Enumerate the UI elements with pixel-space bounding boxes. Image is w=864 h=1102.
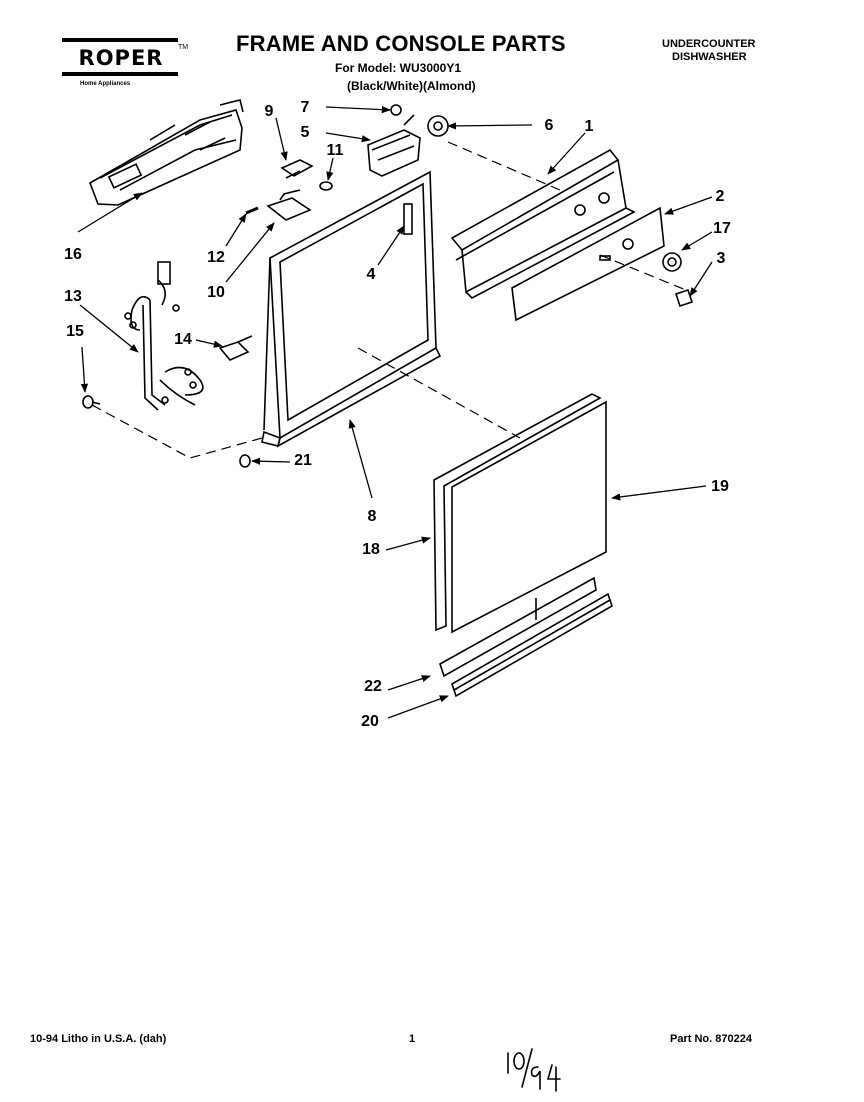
callout-1: 1 — [584, 118, 594, 135]
callout-13: 13 — [64, 288, 82, 305]
callout-18: 18 — [362, 541, 380, 558]
part-13-wire-harness — [124, 261, 204, 411]
product-type-line1: UNDERCOUNTER — [662, 38, 756, 50]
part-17-knob — [662, 252, 682, 272]
model-line: For Model: WU3000Y1 — [335, 61, 462, 75]
callout-3: 3 — [716, 250, 726, 267]
part-20-bottom-trim — [451, 592, 613, 698]
part-3-button — [674, 288, 694, 308]
callout-6: 6 — [544, 117, 554, 134]
footer-page-number: 1 — [409, 1033, 416, 1045]
part-5-console-switch — [367, 114, 421, 177]
part-6-knob — [427, 115, 449, 137]
callout-8: 8 — [367, 508, 377, 525]
part-19-outer-panel — [451, 400, 607, 634]
callout-9: 9 — [264, 103, 274, 120]
part-12-clip — [245, 206, 259, 215]
part-22-trim-strip — [439, 576, 597, 678]
part-16-control-housing — [89, 99, 244, 206]
callout-17: 17 — [713, 220, 731, 237]
callout-15: 15 — [66, 323, 84, 340]
callout-21: 21 — [294, 452, 312, 469]
callout-10: 10 — [207, 284, 225, 301]
part-18-inner-panel — [433, 393, 602, 632]
footer-print-info: 10-94 Litho in U.S.A. (dah) — [30, 1033, 167, 1045]
callout-14: 14 — [174, 331, 192, 348]
callout-4: 4 — [366, 266, 376, 283]
callout-22: 22 — [364, 678, 382, 695]
callout-12: 12 — [207, 249, 225, 266]
part-21-screw — [239, 454, 251, 468]
part-14-connector — [218, 335, 253, 361]
callout-16: 16 — [64, 246, 82, 263]
part-15-screw — [82, 395, 101, 409]
callout-7: 7 — [300, 99, 310, 116]
part-11-terminal — [319, 181, 333, 191]
callout-5: 5 — [300, 124, 310, 141]
callout-2: 2 — [715, 188, 725, 205]
callout-19: 19 — [711, 478, 729, 495]
product-type-line2: DISHWASHER — [672, 51, 747, 63]
roper-logo — [62, 38, 178, 76]
part-1-console-panel — [450, 148, 636, 299]
callout-20: 20 — [361, 713, 379, 730]
brand-subtitle: Home Appliances — [80, 81, 131, 87]
part-9-switch — [280, 159, 314, 179]
callout-11: 11 — [326, 142, 344, 159]
brand-name: ROPER — [78, 46, 164, 70]
part-10-bracket — [266, 189, 312, 221]
part-8-door-frame — [261, 170, 442, 448]
part-2-control-face — [511, 206, 665, 322]
handwritten-date-mark — [507, 1048, 561, 1092]
trademark-mark: TM — [178, 44, 189, 51]
part-7-screw — [390, 104, 402, 116]
color-line: (Black/White)(Almond) — [347, 79, 476, 93]
page-title: FRAME AND CONSOLE PARTS — [236, 31, 566, 56]
footer-part-number: Part No. 870224 — [670, 1033, 752, 1045]
